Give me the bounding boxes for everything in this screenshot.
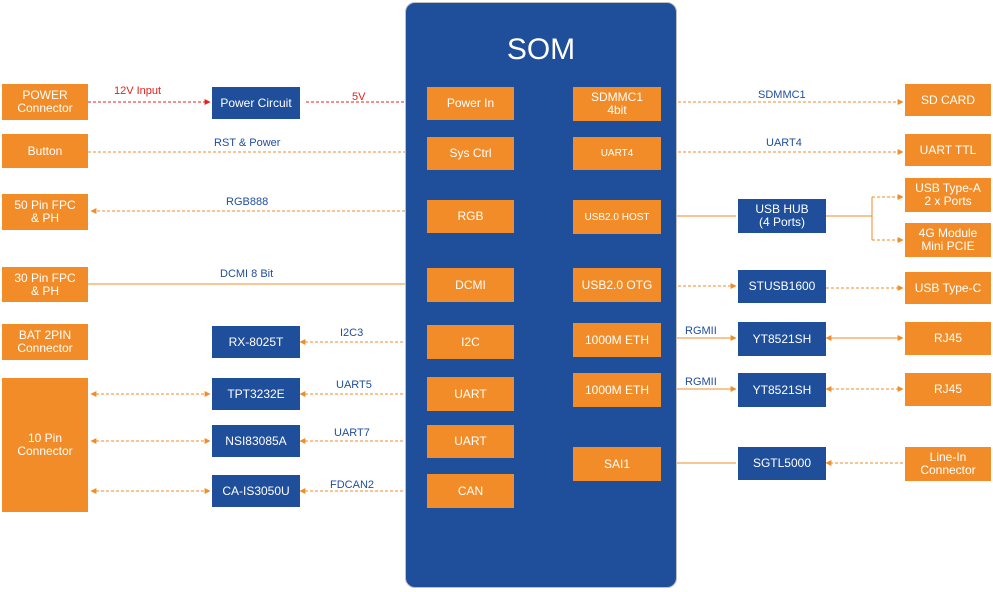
- label-uart4: UART4: [766, 137, 802, 149]
- usb-type-c-connector: USB Type-C: [905, 272, 991, 304]
- fpc-30-pin-connector: 30 Pin FPC & PH: [2, 267, 88, 302]
- port-sai1: SAI1: [573, 447, 661, 481]
- label-sdmmc1: SDMMC1: [758, 89, 806, 101]
- port-sdmmc1: SDMMC1 4bit: [573, 87, 661, 121]
- port-power-in: Power In: [427, 87, 514, 120]
- som-title: SOM: [506, 33, 576, 66]
- label-rgmii-1: RGMII: [685, 325, 717, 337]
- port-eth-2: 1000M ETH: [573, 373, 661, 407]
- button-connector: Button: [2, 134, 88, 168]
- battery-connector: BAT 2PIN Connector: [2, 324, 88, 360]
- port-uart-2: UART: [427, 425, 514, 458]
- label-rgmii-2: RGMII: [685, 376, 717, 388]
- label-fdcan2: FDCAN2: [330, 479, 374, 491]
- ten-pin-connector: 10 Pin Connector: [2, 378, 88, 512]
- can-transceiver-chip: CA-IS3050U: [212, 475, 300, 507]
- stusb1600-chip: STUSB1600: [738, 270, 826, 303]
- port-eth-1: 1000M ETH: [573, 323, 661, 357]
- port-i2c: I2C: [427, 325, 514, 359]
- label-rst-power: RST & Power: [214, 137, 281, 149]
- label-uart7: UART7: [334, 427, 370, 439]
- port-sys-ctrl: Sys Ctrl: [427, 137, 514, 170]
- rs485-chip: NSI83085A: [212, 425, 300, 457]
- power-circuit-chip: Power Circuit: [212, 87, 300, 119]
- label-dcmi: DCMI 8 Bit: [220, 268, 273, 280]
- port-usb-otg: USB2.0 OTG: [573, 268, 661, 302]
- power-connector: POWER Connector: [2, 84, 88, 120]
- port-can: CAN: [427, 474, 514, 508]
- rs232-chip: TPT3232E: [212, 378, 300, 410]
- port-usb-host: USB2.0 HOST: [573, 200, 661, 234]
- port-rgb: RGB: [427, 200, 514, 233]
- rtc-chip: RX-8025T: [212, 326, 300, 358]
- port-dcmi: DCMI: [427, 268, 514, 302]
- line-in-connector: Line-In Connector: [905, 447, 991, 481]
- label-uart5: UART5: [336, 379, 372, 391]
- fpc-50-pin-connector: 50 Pin FPC & PH: [2, 194, 88, 230]
- port-uart-1: UART: [427, 377, 514, 411]
- mini-pcie-connector: 4G Module Mini PCIE: [905, 223, 991, 257]
- ethernet-phy-1-chip: YT8521SH: [738, 322, 826, 356]
- label-12v-input: 12V Input: [114, 85, 161, 97]
- label-i2c3: I2C3: [340, 327, 363, 339]
- usb-hub-chip: USB HUB (4 Ports): [738, 199, 826, 233]
- ethernet-phy-2-chip: YT8521SH: [738, 373, 826, 407]
- rj45-connector-2: RJ45: [905, 373, 991, 406]
- usb-type-a-connector: USB Type-A 2 x Ports: [905, 178, 991, 212]
- uart-ttl-connector: UART TTL: [905, 134, 991, 166]
- audio-codec-chip: SGTL5000: [738, 447, 826, 480]
- label-rgb888: RGB888: [226, 196, 268, 208]
- port-uart4: UART4: [573, 137, 661, 170]
- rj45-connector-1: RJ45: [905, 322, 991, 355]
- sd-card-connector: SD CARD: [905, 84, 991, 116]
- label-5v: 5V: [352, 91, 366, 103]
